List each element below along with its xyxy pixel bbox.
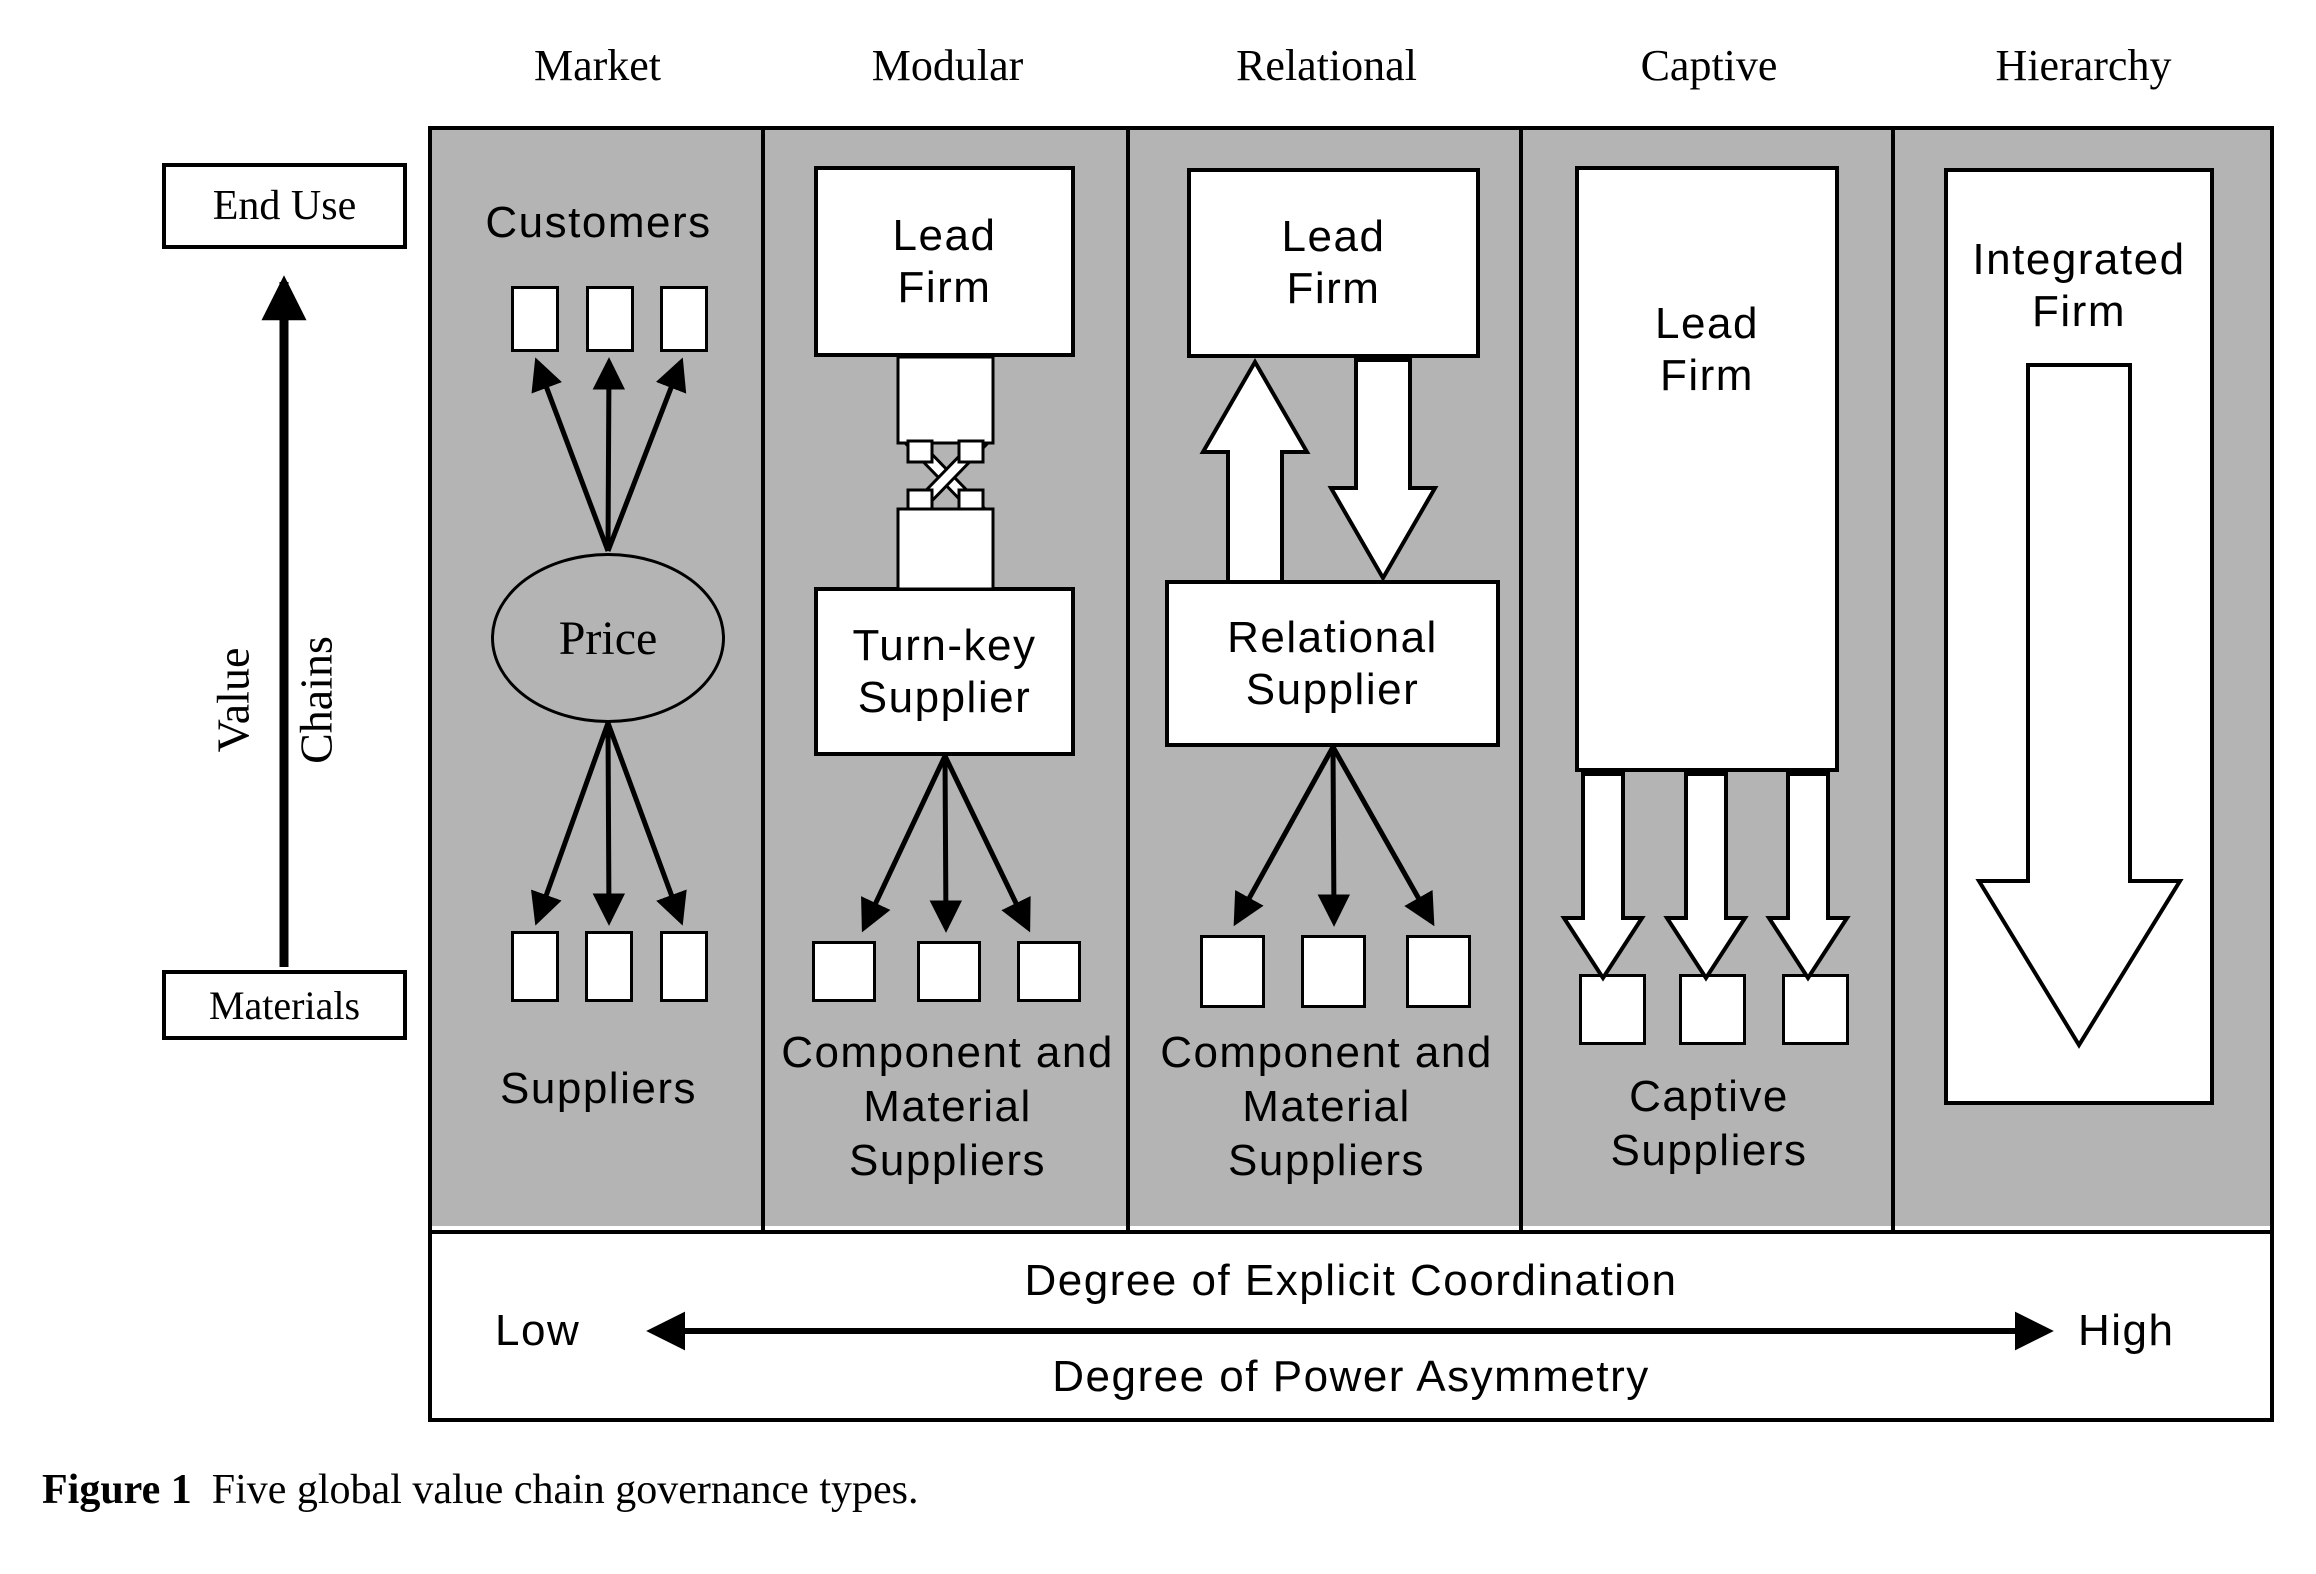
price-ellipse: Price — [491, 553, 725, 723]
captive-supplier-box — [1679, 974, 1746, 1045]
captive-suppliers-label: Captive Suppliers — [1610, 1072, 1808, 1175]
value-axis-label: Value — [207, 647, 259, 753]
relational-lead-firm-box: Lead Firm — [1187, 168, 1480, 358]
component-supplier-box — [1017, 941, 1081, 1002]
high-label: High — [2078, 1306, 2175, 1355]
turnkey-supplier-label: Turn-key Supplier — [852, 620, 1037, 722]
captive-lead-firm-box: Lead Firm — [1575, 166, 1839, 772]
supplier-box — [585, 931, 633, 1002]
customers-label: Customers — [485, 198, 712, 247]
figure-caption-text: Five global value chain governance types… — [211, 1467, 919, 1513]
materials-box: Materials — [162, 970, 407, 1040]
end-use-box: End Use — [162, 163, 407, 249]
divider-4 — [1891, 126, 1895, 1230]
supplier-box — [660, 931, 708, 1002]
divider-3 — [1519, 126, 1523, 1230]
component-supplier-box — [812, 941, 876, 1002]
low-label: Low — [495, 1306, 581, 1355]
header-captive: Captive — [1640, 41, 1778, 90]
captive-lead-firm-label: Lead Firm — [1655, 299, 1759, 400]
customer-box — [586, 286, 634, 352]
modular-lead-firm-label: Lead Firm — [892, 210, 997, 312]
component-supplier-box — [1406, 935, 1471, 1008]
divider-2 — [1126, 126, 1130, 1230]
customer-box — [660, 286, 708, 352]
integrated-firm-box: Integrated Firm — [1944, 168, 2214, 1105]
divider-1 — [761, 126, 765, 1230]
modular-suppliers-label: Component and Material Suppliers — [781, 1028, 1114, 1185]
price-label: Price — [558, 611, 658, 665]
component-supplier-box — [1301, 935, 1366, 1008]
supplier-box — [511, 931, 559, 1002]
component-supplier-box — [917, 941, 981, 1002]
header-hierarchy: Hierarchy — [1995, 41, 2172, 90]
modular-lead-firm-box: Lead Firm — [814, 166, 1075, 357]
integrated-firm-label: Integrated Firm — [1972, 235, 2186, 336]
suppliers-label: Suppliers — [500, 1064, 697, 1113]
header-relational: Relational — [1236, 41, 1417, 90]
header-modular: Modular — [871, 41, 1024, 90]
captive-supplier-box — [1782, 974, 1849, 1045]
customer-box — [511, 286, 559, 352]
figure-caption: Figure 1 Five global value chain governan… — [42, 1466, 918, 1514]
relational-lead-firm-label: Lead Firm — [1281, 212, 1386, 313]
relational-supplier-label: Relational Supplier — [1227, 612, 1438, 714]
coordination-axis-label: Degree of Explicit Coordination — [1024, 1256, 1678, 1305]
diagram-frame — [428, 126, 2274, 1422]
turnkey-supplier-box: Turn-key Supplier — [814, 587, 1075, 756]
chains-axis-label: Chains — [290, 636, 342, 764]
power-axis-label: Degree of Power Asymmetry — [1052, 1352, 1650, 1401]
relational-supplier-box: Relational Supplier — [1165, 580, 1500, 747]
materials-label: Materials — [208, 982, 361, 1028]
captive-supplier-box — [1579, 974, 1646, 1045]
end-use-label: End Use — [212, 183, 357, 229]
header-market: Market — [533, 41, 662, 90]
component-supplier-box — [1200, 935, 1265, 1008]
figure-caption-number: Figure 1 — [42, 1467, 192, 1513]
relational-suppliers-label: Component and Material Suppliers — [1160, 1028, 1493, 1185]
